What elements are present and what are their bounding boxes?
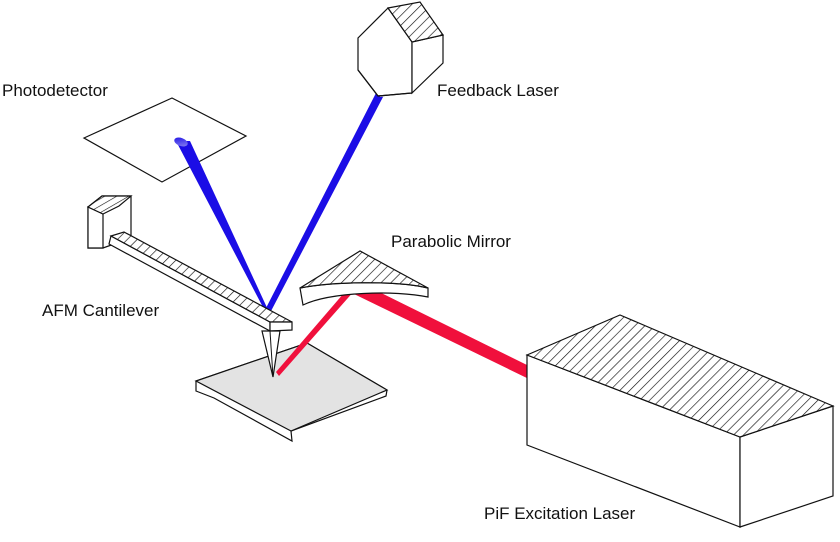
- photodetector-label: Photodetector: [2, 81, 108, 100]
- excitation-beam-to-mirror: [354, 281, 531, 380]
- photodetector-plate: [82, 97, 248, 183]
- pif-excitation-laser-label: PiF Excitation Laser: [484, 504, 636, 523]
- feedback-laser-label: Feedback Laser: [437, 81, 559, 100]
- parabolic-mirror-rim: [299, 282, 429, 306]
- excitation-laser-top: [525, 314, 835, 438]
- parabolic-mirror: [299, 250, 429, 306]
- parabolic-mirror-label: Parabolic Mirror: [391, 232, 511, 251]
- sample-stage: [194, 342, 389, 443]
- cantilever-chip-top: [86, 195, 133, 215]
- cantilever-beam-end: [269, 321, 293, 332]
- parabolic-mirror-surface: [299, 250, 429, 289]
- afm-tip-edge: [269, 330, 274, 378]
- feedback-laser-top: [386, 1, 445, 43]
- pif-excitation-laser: [525, 314, 835, 528]
- feedback-laser-beam: [174, 93, 383, 313]
- excitation-laser-beam: [276, 281, 531, 380]
- afm-cantilever-label: AFM Cantilever: [42, 301, 159, 320]
- excitation-beam-to-tip: [276, 286, 355, 376]
- reflected-feedback-beam: [176, 141, 269, 313]
- feedback-laser: [357, 1, 445, 97]
- incident-feedback-beam: [265, 93, 383, 313]
- photodetector-spot: [174, 137, 188, 147]
- afm-cantilever: [86, 195, 293, 378]
- photodetector: [82, 97, 248, 183]
